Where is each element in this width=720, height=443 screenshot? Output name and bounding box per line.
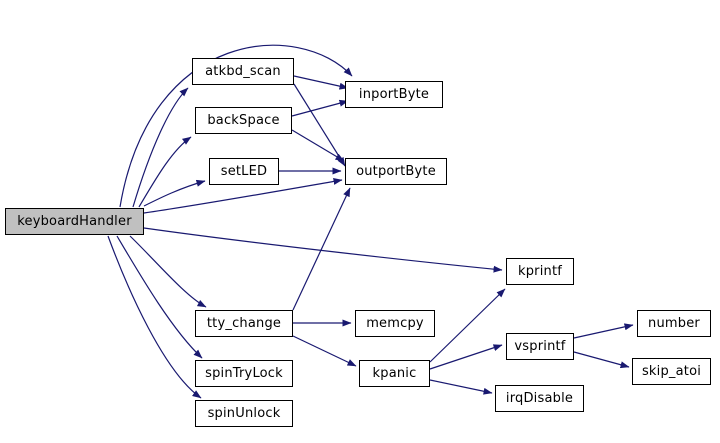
edge-keyboardHandler-to-inportByte [119,44,353,208]
edge-keyboardHandler-to-outportByte [143,178,343,214]
node-label-kpanic: kpanic [372,366,417,381]
node-memcpy[interactable]: memcpy [355,310,435,337]
node-inportByte[interactable]: inportByte [345,81,443,108]
node-number[interactable]: number [637,310,711,337]
edge-keyboardHandler-to-tty_change [129,235,207,308]
node-spinUnlock[interactable]: spinUnlock [195,400,293,427]
node-label-spinTryLock: spinTryLock [205,366,283,381]
edge-backSpace-to-inportByte [291,99,349,117]
edge-keyboardHandler-to-spinUnlock [107,235,202,399]
node-label-irqDisable: irqDisable [505,391,574,406]
edge-group [107,44,634,399]
node-label-spinUnlock: spinUnlock [207,406,281,421]
edge-keyboardHandler-to-atkbd_scan [132,87,189,208]
node-tty_change[interactable]: tty_change [195,310,293,337]
node-label-keyboardHandler: keyboardHandler [17,214,132,229]
node-setLED[interactable]: setLED [209,158,279,185]
node-label-kprintf: kprintf [517,264,563,279]
edge-keyboardHandler-to-kprintf [143,227,503,273]
edge-atkbd_scan-to-inportByte [293,75,349,90]
node-label-atkbd_scan: atkbd_scan [205,64,281,79]
node-label-setLED: setLED [220,164,268,179]
edge-vsprintf-to-number [573,323,634,339]
node-label-vsprintf: vsprintf [514,339,566,354]
edge-tty_change-to-kpanic [292,335,357,367]
edge-atkbd_scan-to-outportByte [293,83,346,167]
edge-kpanic-to-vsprintf [429,344,503,370]
node-label-outportByte: outportByte [356,164,436,179]
edge-keyboardHandler-to-setLED [143,179,206,207]
node-vsprintf[interactable]: vsprintf [506,333,574,360]
node-label-backSpace: backSpace [207,113,280,128]
node-skip_atoi[interactable]: skip_atoi [632,358,711,385]
node-label-memcpy: memcpy [366,316,424,331]
edge-keyboardHandler-to-backSpace [138,136,192,208]
node-label-skip_atoi: skip_atoi [641,364,702,379]
node-outportByte[interactable]: outportByte [345,158,447,185]
node-label-number: number [648,316,700,331]
node-backSpace[interactable]: backSpace [195,107,292,134]
node-label-tty_change: tty_change [206,316,282,331]
node-kpanic[interactable]: kpanic [359,360,430,387]
edge-vsprintf-to-skip_atoi [573,351,630,369]
node-kprintf[interactable]: kprintf [506,258,574,285]
node-label-inportByte: inportByte [358,87,430,102]
edge-kpanic-to-irqDisable [429,379,493,395]
node-irqDisable[interactable]: irqDisable [495,385,584,412]
edge-tty_change-to-outportByte [292,187,351,311]
node-keyboardHandler[interactable]: keyboardHandler [5,208,144,235]
node-spinTryLock[interactable]: spinTryLock [195,360,293,387]
edge-kpanic-to-kprintf [429,288,506,363]
edge-keyboardHandler-to-spinTryLock [116,235,203,359]
node-atkbd_scan[interactable]: atkbd_scan [192,58,294,85]
edge-backSpace-to-outportByte [291,129,345,162]
